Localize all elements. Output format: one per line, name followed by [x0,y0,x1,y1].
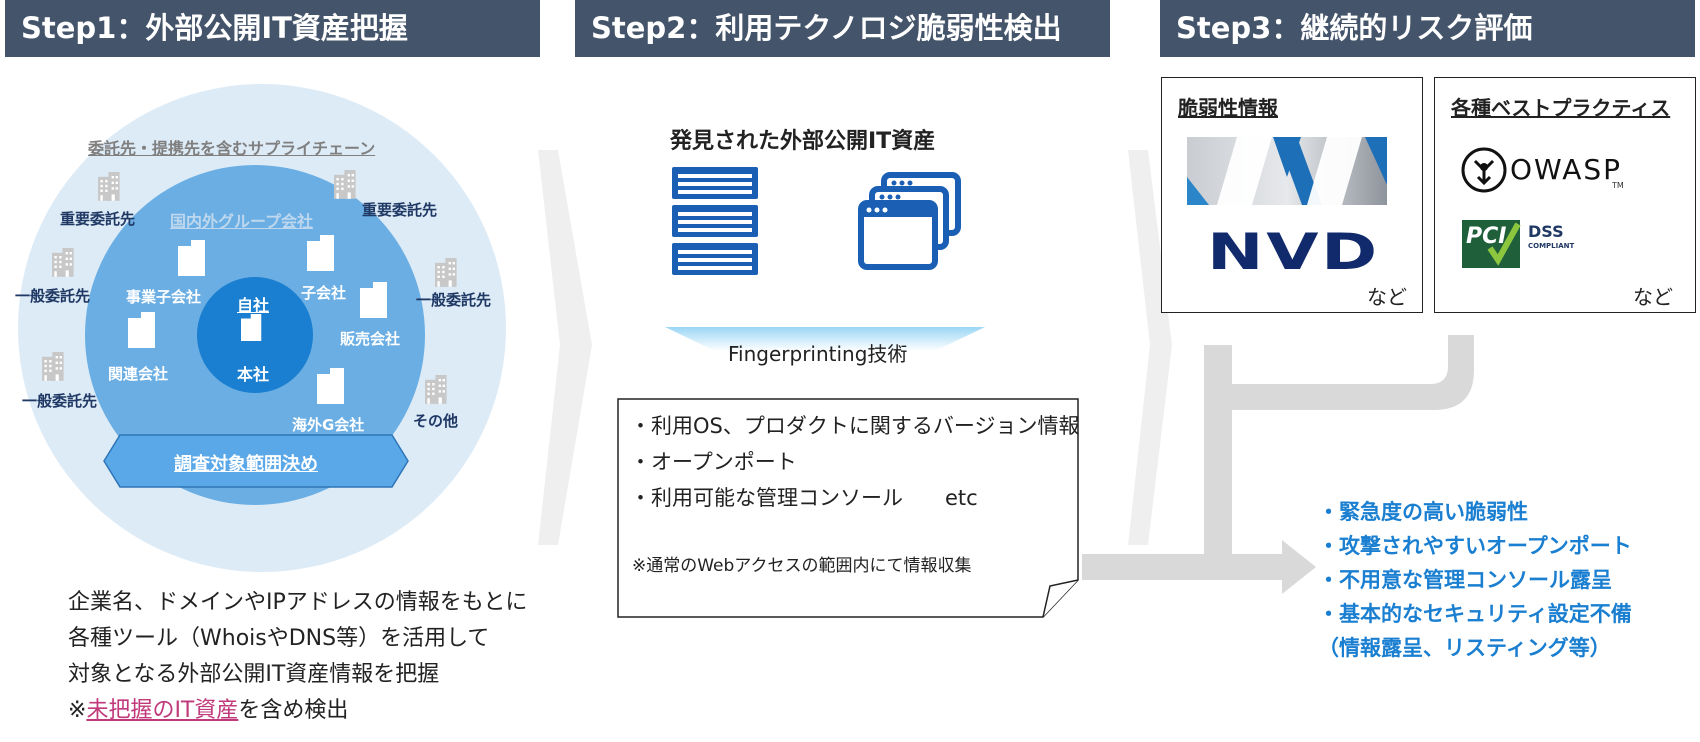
risk-result-line: ・不用意な管理コンソール露呈 [1318,568,1612,592]
info-note: ※通常のWebアクセスの範囲内にて情報収集 [632,556,972,576]
scope-arrow [103,434,409,488]
step1-note: ※未把握のIT資産を含め検出 [68,693,348,729]
step1-description-line: 企業名、ドメインやIPアドレスの情報をもとに [68,590,528,615]
info-line: ・利用OS、プロダクトに関するバージョン情報 [630,414,1080,438]
output-arrow-shaft [1082,554,1282,580]
company-label-business-subsidiary: 事業子会社 [126,288,202,306]
info-line: ・利用可能な管理コンソール etc [630,486,978,510]
supply-chain-label: 委託先・提携先を含むサプライチェーン [88,139,376,158]
best-practice-title: 各種ベストプラクティス [1451,96,1671,120]
own-company-bottom-label: 本社 [237,365,270,384]
best-practice-box [1434,77,1696,313]
step1-to-step2-chevron [538,150,592,545]
browser-windows-icon [858,172,961,270]
note-suffix: を含め検出 [238,698,349,723]
note-prefix: ※ [68,698,87,723]
contractor-label-general-1: 一般委託先 [15,287,91,305]
step2-header: Step2：利用テクノロジ脆弱性検出 [575,0,1110,57]
fingerprinting-beam [665,327,985,351]
owasp-tm-mark: TM [1612,181,1624,190]
own-company-top-label: 自社 [237,296,270,315]
risk-result-line: ・基本的なセキュリティ設定不備 [1318,602,1632,626]
discovered-assets-title: 発見された外部公開IT資産 [670,129,936,154]
group-company-label: 国内外グループ会社 [170,212,314,231]
step1-description-line: 対象となる外部公開IT資産情報を把握 [68,662,440,687]
server-icon [672,167,758,275]
pci-logo-icon [1462,220,1521,268]
vuln-pipe [1204,345,1232,575]
practice-box-suffix: など [1633,285,1673,309]
owasp-logo-icon [1461,147,1507,193]
step2-to-step3-chevron [1128,150,1172,545]
pci-logo-text: PCI [1466,224,1507,249]
practice-pipe [1232,335,1474,410]
supply-chain-diagram [18,84,506,572]
fingerprinting-label: Fingerprinting技術 [728,342,908,366]
risk-result-line: ・緊急度の高い脆弱性 [1318,500,1528,524]
contractor-label-important-1: 重要委託先 [60,210,136,228]
nvd-logo-text: NVD [1207,223,1380,281]
contractor-label-general-3: 一般委託先 [22,392,98,410]
info-box [617,398,1079,618]
company-label-subsidiary: 子会社 [301,284,347,302]
company-label-sales: 販売会社 [340,330,401,348]
contractor-label-general-2: 一般委託先 [416,291,492,309]
owasp-logo-text: OWASP [1510,153,1623,186]
vuln-info-title: 脆弱性情報 [1178,96,1278,120]
risk-result-line: ・攻撃されやすいオープンポート [1318,534,1632,558]
company-label-overseas: 海外G会社 [292,416,365,434]
note-highlight: 未把握のIT資産 [86,698,239,723]
nvd-logo-icon [1187,137,1387,205]
pci-compliant-text: COMPLIANT [1528,242,1575,250]
pci-dss-text: DSS [1528,222,1564,241]
output-arrow-head [1282,540,1316,594]
company-label-affiliate: 関連会社 [108,365,169,383]
step3-header: Step3：継続的リスク評価 [1160,0,1695,57]
risk-result-line: （情報露呈、リスティング等） [1318,636,1611,660]
step1-header: Step1：外部公開IT資産把握 [5,0,540,57]
step1-description-line: 各種ツール（WhoisやDNS等）を活用して [68,626,490,651]
contractor-label-important-2: 重要委託先 [362,201,438,219]
vuln-box-suffix: など [1367,285,1407,309]
contractor-label-other: その他 [413,412,459,430]
info-line: ・オープンポート [630,450,797,474]
scope-arrow-label: 調査対象範囲決め [174,454,318,475]
